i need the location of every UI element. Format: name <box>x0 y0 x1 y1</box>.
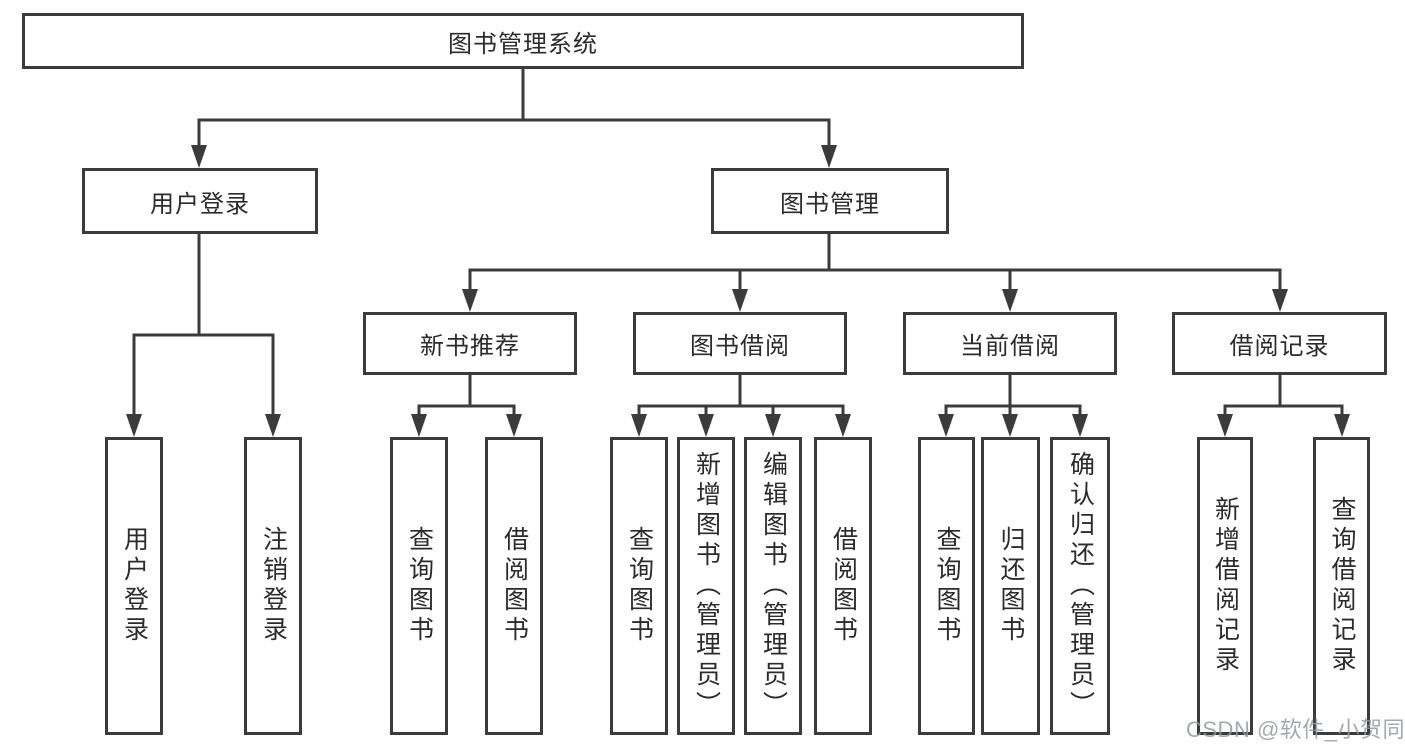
node-label: 借阅图书 <box>500 526 529 646</box>
leaf-borrow-books-2: 借阅图书 <box>814 437 872 735</box>
leaf-return-books: 归还图书 <box>981 437 1040 735</box>
node-label: 编辑图书（管理员） <box>759 451 788 721</box>
node-new-book-recommendation: 新书推荐 <box>363 312 577 375</box>
node-borrowing-records: 借阅记录 <box>1172 312 1387 375</box>
node-book-management: 图书管理 <box>711 168 949 234</box>
node-label: 查询图书 <box>625 526 654 646</box>
leaf-user-login: 用户登录 <box>105 437 163 735</box>
node-label: 归还图书 <box>997 526 1025 646</box>
leaf-query-books-3: 查询图书 <box>918 437 975 735</box>
node-label: 借阅图书 <box>829 526 858 646</box>
node-label: 注销登录 <box>259 526 288 646</box>
leaf-confirm-return-admin: 确认归还（管理员） <box>1050 437 1110 735</box>
node-label: 查询图书 <box>405 526 434 646</box>
leaf-query-borrow-record: 查询借阅记录 <box>1313 437 1370 735</box>
node-label: 新增借阅记录 <box>1211 496 1240 676</box>
node-label: 查询图书 <box>933 526 961 646</box>
node-current-borrowing: 当前借阅 <box>903 312 1117 375</box>
node-user-login: 用户登录 <box>82 168 318 234</box>
leaf-edit-books-admin: 编辑图书（管理员） <box>744 437 802 735</box>
node-label: 新书推荐 <box>420 333 520 360</box>
leaf-add-borrow-record: 新增借阅记录 <box>1197 437 1253 735</box>
node-label: 当前借阅 <box>960 333 1060 360</box>
node-label: 查询借阅记录 <box>1328 496 1356 676</box>
leaf-query-books-2: 查询图书 <box>610 437 668 735</box>
node-label: 图书借阅 <box>690 333 790 360</box>
node-label: 图书管理 <box>780 190 880 218</box>
node-label: 借阅记录 <box>1229 333 1330 360</box>
node-library-management-system: 图书管理系统 <box>22 13 1024 69</box>
leaf-add-books-admin: 新增图书（管理员） <box>677 437 735 735</box>
node-label: 新增图书（管理员） <box>692 451 721 721</box>
node-label: 确认归还（管理员） <box>1066 451 1095 721</box>
node-label: 用户登录 <box>120 526 149 646</box>
leaf-query-books-1: 查询图书 <box>390 437 448 735</box>
leaf-borrow-books-1: 借阅图书 <box>485 437 543 735</box>
node-book-borrowing: 图书借阅 <box>633 312 847 375</box>
leaf-logout: 注销登录 <box>244 437 302 735</box>
node-label: 图书管理系统 <box>448 30 598 58</box>
node-label: 用户登录 <box>150 190 250 218</box>
csdn-watermark: CSDN @软件_小贺同学 <box>1186 717 1405 742</box>
